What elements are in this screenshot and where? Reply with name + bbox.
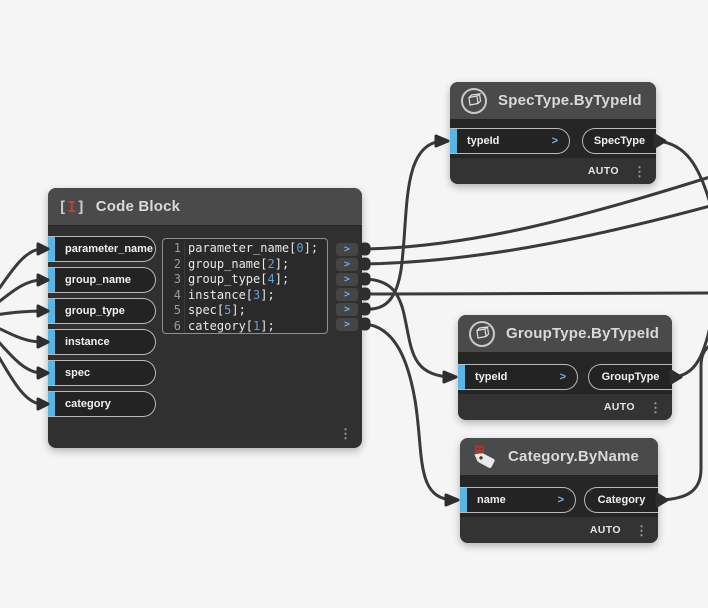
node-grouptype-bytypeid[interactable]: GroupType.ByTypeId typeId > GroupType AU… <box>458 315 672 420</box>
node-category-byname[interactable]: Category.ByName name > Category AUTO ⋮ <box>460 438 658 543</box>
output-port-3[interactable]: > <box>336 273 358 286</box>
context-menu-icon[interactable]: ⋮ <box>649 399 662 415</box>
wire-spectype-output[interactable] <box>656 139 708 203</box>
node-code-block[interactable]: [I] Code Block parameter_name group_name… <box>48 188 362 448</box>
port-accent <box>48 299 55 323</box>
output-port-6[interactable]: > <box>336 318 358 331</box>
input-port-name[interactable]: name > <box>460 487 576 513</box>
wire-out-group_type-to-grouptype[interactable] <box>363 277 454 379</box>
output-port-2[interactable]: > <box>336 258 358 271</box>
output-port-category[interactable]: Category <box>584 487 658 513</box>
input-port-group_name[interactable]: group_name <box>48 267 156 293</box>
context-menu-icon[interactable]: ⋮ <box>339 426 352 441</box>
spectype-footer: AUTO ⋮ <box>450 157 656 184</box>
wire-category-output[interactable] <box>658 344 708 502</box>
wire-input-parameter_name[interactable] <box>0 247 44 318</box>
port-accent <box>48 237 55 261</box>
wire-out-parameter_name[interactable] <box>363 176 708 251</box>
wire-input-category[interactable] <box>0 318 44 406</box>
default-value-chevron[interactable]: > <box>557 494 564 506</box>
input-port-parameter_name[interactable]: parameter_name <box>48 236 156 262</box>
output-port-5[interactable]: > <box>336 303 358 316</box>
wire-out-spec-to-spectype[interactable] <box>363 139 446 311</box>
lacing-auto-label: AUTO <box>603 401 635 413</box>
node-title: Category.ByName <box>508 448 640 465</box>
category-footer: AUTO ⋮ <box>460 516 658 543</box>
category-tag-icon <box>474 445 495 468</box>
node-title: GroupType.ByTypeId <box>506 325 660 342</box>
wire-out-group_name[interactable] <box>363 204 708 266</box>
context-menu-icon[interactable]: ⋮ <box>633 163 646 179</box>
output-port-1[interactable]: > <box>336 243 358 256</box>
node-title: SpecType.ByTypeId <box>498 92 642 109</box>
input-port-typeid[interactable]: typeId > <box>450 128 570 154</box>
port-accent <box>48 330 55 354</box>
wire-out-category-to-category[interactable] <box>363 322 456 502</box>
grouptype-footer: AUTO ⋮ <box>458 393 672 420</box>
code-block-header[interactable]: [I] Code Block <box>48 188 362 226</box>
node-title: Code Block <box>95 198 181 215</box>
port-accent <box>450 129 457 153</box>
output-port-4[interactable]: > <box>336 288 358 301</box>
node-spectype-bytypeid[interactable]: SpecType.ByTypeId typeId > SpecType AUTO… <box>450 82 656 184</box>
revit-element-icon <box>469 320 495 347</box>
wire-input-group_type[interactable] <box>0 309 44 318</box>
code-block-icon: [I] <box>58 197 86 216</box>
wire-input-instance[interactable] <box>0 318 44 344</box>
lacing-auto-label: AUTO <box>587 165 619 177</box>
category-header[interactable]: Category.ByName <box>460 438 658 476</box>
port-accent <box>48 268 55 292</box>
port-accent <box>48 361 55 385</box>
wire-input-group_name[interactable] <box>0 278 44 318</box>
output-port-spectype[interactable]: SpecType <box>582 128 656 154</box>
port-accent <box>458 365 465 389</box>
input-port-spec[interactable]: spec <box>48 360 156 386</box>
input-port-typeid[interactable]: typeId > <box>458 364 578 390</box>
spectype-header[interactable]: SpecType.ByTypeId <box>450 82 656 120</box>
input-port-instance[interactable]: instance <box>48 329 156 355</box>
wire-out-instance[interactable] <box>363 291 708 296</box>
context-menu-icon[interactable]: ⋮ <box>635 522 648 538</box>
lacing-auto-label: AUTO <box>589 524 621 536</box>
output-port-grouptype[interactable]: GroupType <box>588 364 672 390</box>
input-port-category[interactable]: category <box>48 391 156 417</box>
default-value-chevron[interactable]: > <box>551 135 558 147</box>
wire-input-spec[interactable] <box>0 318 44 375</box>
revit-element-icon <box>461 87 487 114</box>
port-accent <box>48 392 55 416</box>
grouptype-header[interactable]: GroupType.ByTypeId <box>458 315 672 353</box>
default-value-chevron[interactable]: > <box>559 371 566 383</box>
input-port-group_type[interactable]: group_type <box>48 298 156 324</box>
port-accent <box>460 488 467 512</box>
